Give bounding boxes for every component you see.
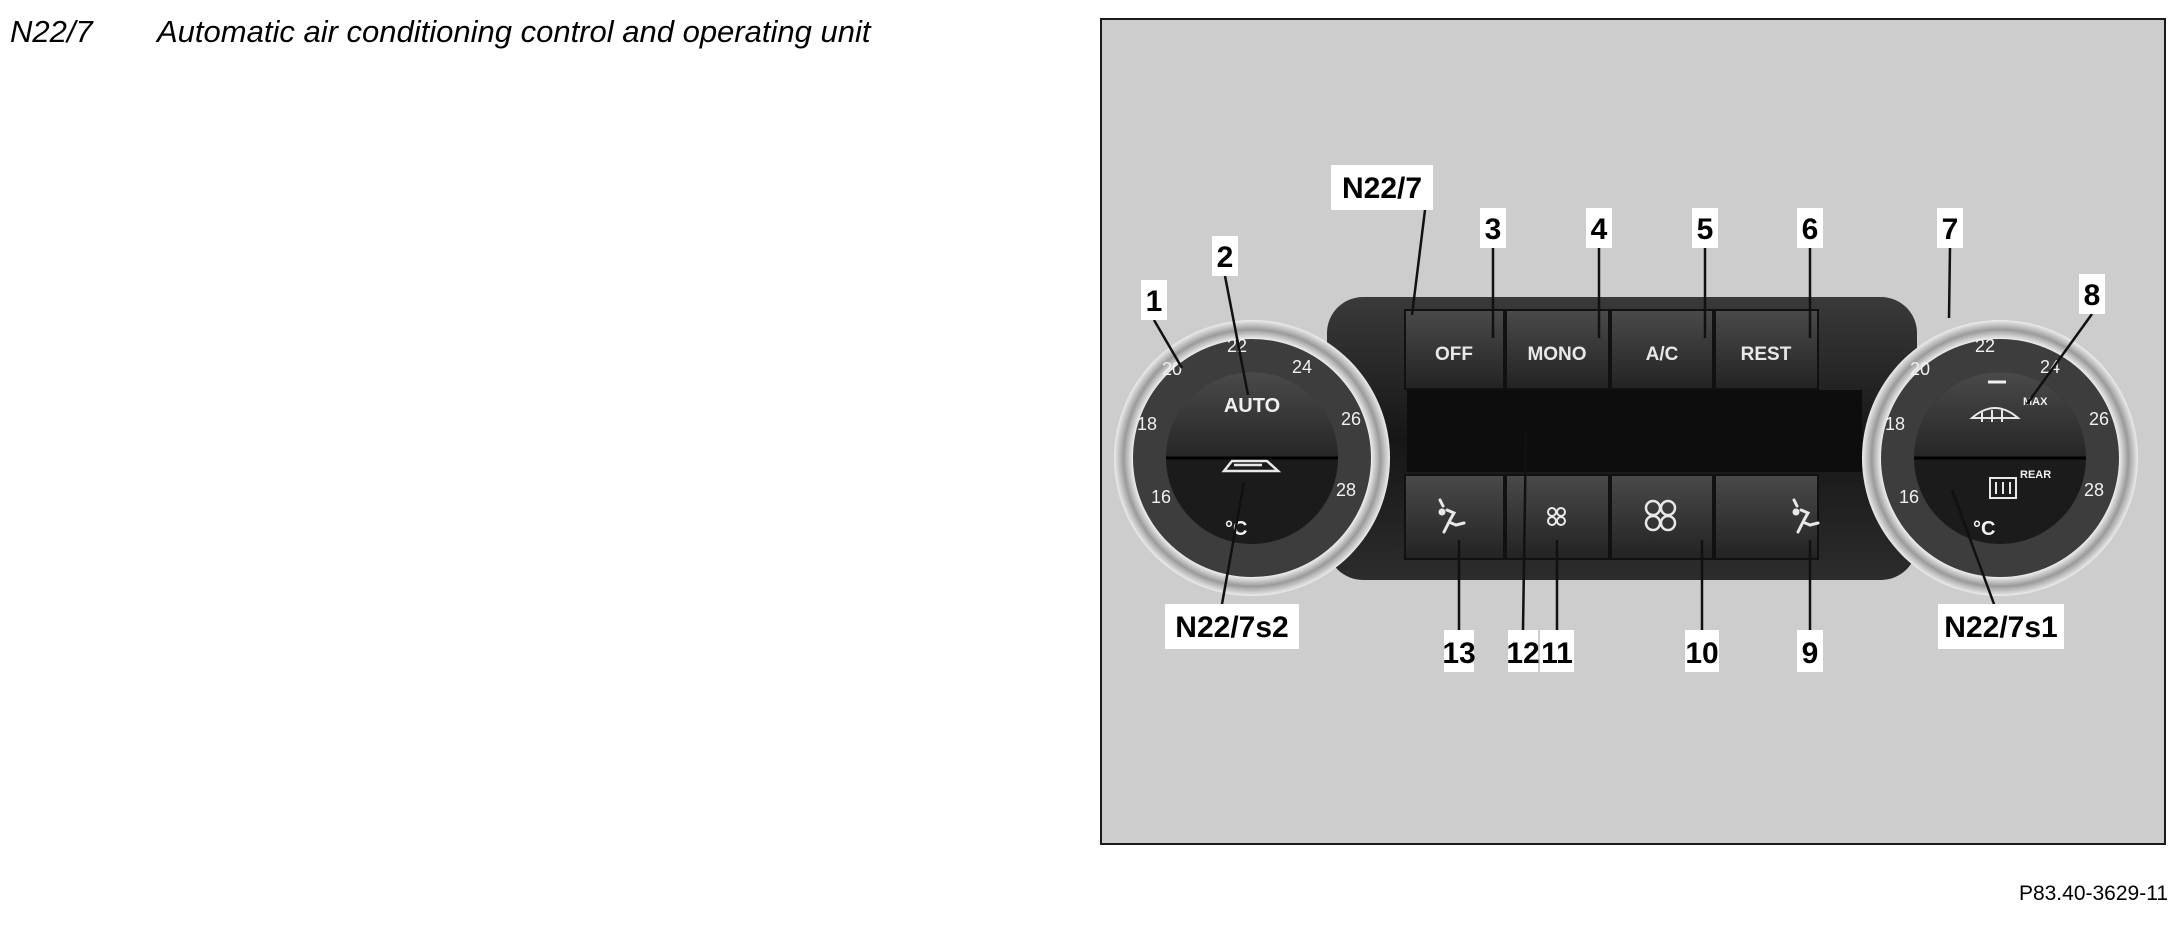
leader-line bbox=[1950, 489, 1996, 605]
callout-box bbox=[1141, 280, 1167, 320]
scale-tick-label: 26 bbox=[2089, 409, 2109, 429]
mono-button bbox=[1505, 309, 1610, 390]
callout-2: 2 bbox=[1217, 241, 1234, 274]
top-button-row: OFF MONO A/C REST bbox=[1404, 309, 1819, 390]
right-temperature-knob: MAX REAR °C 16 18 20 22 24 26 28 bbox=[1862, 320, 2138, 596]
callout-5: 5 bbox=[1697, 213, 1714, 246]
callout-s2: N22/7s2 bbox=[1175, 611, 1288, 644]
scale-tick-label: 24 bbox=[2040, 357, 2060, 377]
auto-button bbox=[1166, 372, 1338, 458]
max-defrost-button bbox=[1914, 372, 2086, 458]
callout-box bbox=[1685, 630, 1719, 672]
off-button bbox=[1404, 309, 1505, 390]
right-knob-unit: °C bbox=[1973, 518, 1995, 540]
airflow-left-button bbox=[1404, 474, 1505, 560]
windshield-defrost-icon bbox=[1969, 407, 2021, 422]
callout-box bbox=[1937, 208, 1963, 248]
scale-tick-label: 18 bbox=[1137, 414, 1157, 434]
callout-box bbox=[1586, 208, 1612, 248]
scale-tick-label: 26 bbox=[1341, 409, 1361, 429]
callout-4: 4 bbox=[1591, 213, 1608, 246]
callout-box bbox=[1480, 208, 1506, 248]
callout-labels: 1 2 N22/7 3 4 5 6 7 8 N22/7s2 13 12 11 bbox=[1141, 165, 2105, 672]
leader-line bbox=[1521, 429, 1528, 631]
leader-line bbox=[1223, 275, 1250, 396]
callout-box bbox=[1508, 630, 1538, 672]
scale-tick-label: 28 bbox=[1336, 480, 1356, 500]
callout-8: 8 bbox=[2084, 279, 2101, 312]
scale-tick-label: 20 bbox=[1910, 359, 1930, 379]
scale-tick-label: 16 bbox=[1899, 487, 1919, 507]
scale-tick-label: 18 bbox=[1885, 414, 1905, 434]
leader-line bbox=[1152, 319, 1184, 369]
callout-box bbox=[1165, 604, 1299, 649]
scale-tick-label: 22 bbox=[1227, 336, 1247, 356]
callout-11: 11 bbox=[1541, 637, 1573, 670]
auto-button-label: AUTO bbox=[1224, 395, 1280, 417]
bottom-button-row bbox=[1404, 474, 1820, 560]
leader-line bbox=[1947, 247, 1952, 319]
callout-unit: N22/7 bbox=[1342, 172, 1422, 205]
fan-small-icon bbox=[1547, 507, 1566, 526]
callout-7: 7 bbox=[1942, 213, 1959, 246]
recirculation-car-icon bbox=[1221, 459, 1282, 473]
callout-box bbox=[1692, 208, 1718, 248]
ac-button bbox=[1610, 309, 1714, 390]
leader-line bbox=[2025, 313, 2094, 405]
left-temperature-knob: AUTO °C 16 18 20 22 24 26 28 bbox=[1114, 320, 1390, 596]
component-title: Automatic air conditioning control and o… bbox=[157, 14, 871, 49]
figure-frame: OFF MONO A/C REST bbox=[1100, 18, 2166, 845]
callout-13: 13 bbox=[1442, 637, 1475, 670]
rest-button-label: REST bbox=[1741, 344, 1792, 365]
callout-box bbox=[1331, 165, 1433, 210]
callout-box bbox=[1797, 208, 1823, 248]
scale-tick-label: 28 bbox=[2084, 480, 2104, 500]
scale-tick-label: 22 bbox=[1975, 336, 1995, 356]
component-code: N22/7 bbox=[10, 14, 93, 49]
callout-box bbox=[2079, 274, 2105, 314]
air-distribution-icon bbox=[1438, 498, 1466, 534]
leader-line bbox=[1220, 481, 1246, 605]
figure-reference: P83.40-3629-11 bbox=[2018, 882, 2168, 905]
callout-box bbox=[1797, 630, 1823, 672]
rear-window-defrost-icon bbox=[1989, 477, 2017, 499]
callout-box bbox=[1938, 604, 2064, 649]
callout-10: 10 bbox=[1685, 637, 1718, 670]
mono-button-label: MONO bbox=[1527, 344, 1586, 365]
right-knob-scale: 16 18 20 22 24 26 28 bbox=[1885, 336, 2109, 507]
rest-button bbox=[1714, 309, 1819, 390]
callout-6: 6 bbox=[1802, 213, 1819, 246]
scale-tick-label: 24 bbox=[1292, 357, 1312, 377]
air-distribution-icon bbox=[1792, 498, 1820, 534]
callout-12: 12 bbox=[1506, 637, 1539, 670]
leader-line bbox=[1410, 209, 1427, 316]
ac-button-label: A/C bbox=[1646, 344, 1679, 365]
callout-box bbox=[1212, 236, 1238, 276]
rear-label: REAR bbox=[2020, 469, 2051, 481]
callout-box bbox=[1540, 630, 1574, 672]
callout-1: 1 bbox=[1146, 285, 1163, 318]
callout-3: 3 bbox=[1485, 213, 1502, 246]
control-unit-illustration: OFF MONO A/C REST bbox=[1114, 165, 2138, 672]
scale-tick-label: 20 bbox=[1162, 359, 1182, 379]
callout-leaders bbox=[1152, 209, 2094, 631]
callout-9: 9 bbox=[1802, 637, 1819, 670]
center-display bbox=[1407, 390, 1862, 472]
callout-box bbox=[1444, 630, 1474, 672]
scale-tick-label: 16 bbox=[1151, 487, 1171, 507]
left-knob-scale: 16 18 20 22 24 26 28 bbox=[1137, 336, 1361, 507]
callout-s1: N22/7s1 bbox=[1944, 611, 2057, 644]
airflow-right-button bbox=[1714, 474, 1819, 560]
off-button-label: OFF bbox=[1435, 344, 1473, 365]
fan-up-button bbox=[1610, 474, 1714, 560]
fan-large-icon bbox=[1644, 499, 1677, 532]
max-label: MAX bbox=[2023, 396, 2048, 408]
